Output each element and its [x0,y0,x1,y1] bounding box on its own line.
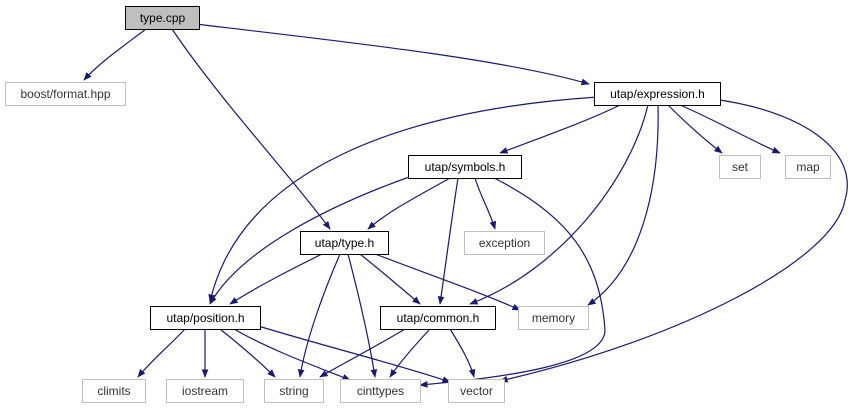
node-box [264,379,324,403]
node-label: cinttypes [357,384,404,398]
node-box [785,155,831,179]
node-box [5,82,126,106]
node-utap-common[interactable]: utap/common.h [380,306,496,330]
node-label: boost/format.hpp [20,87,110,101]
node-set: set [719,155,761,179]
node-climits: climits [82,379,146,403]
node-box [340,379,421,403]
node-label: memory [532,311,575,325]
node-box [518,306,589,330]
edge-type-cpp-to-utap-type [171,28,331,230]
nodes-layer: type.cpp boost/format.hpp utap/expression.… [5,6,831,403]
edge-utap-symbols-to-utap-type [367,177,451,230]
edge-utap-type-to-utap-common [359,253,421,305]
node-label: iostream [182,384,228,398]
edge-utap-expression-to-map [679,104,781,154]
node-label: vector [460,384,493,398]
node-box [380,306,496,330]
node-box [125,6,200,30]
edge-utap-expression-to-vector [499,98,848,383]
node-label: string [279,384,308,398]
edge-utap-type-to-cinttypes [347,253,378,378]
edge-utap-type-to-string [297,253,341,378]
node-box [300,231,389,255]
node-label: utap/expression.h [610,87,705,101]
node-box [719,155,761,179]
node-utap-type[interactable]: utap/type.h [300,231,389,255]
edge-utap-expression-to-set [667,104,723,154]
edge-type-cpp-to-boost-format [83,28,147,81]
node-vector: vector [448,379,505,403]
node-label: utap/type.h [315,236,374,250]
edges-layer [83,21,848,388]
node-label: map [796,160,820,174]
node-cinttypes: cinttypes [340,379,421,403]
node-label: set [732,160,749,174]
node-utap-position[interactable]: utap/position.h [150,306,261,330]
node-label: utap/position.h [166,311,244,325]
edge-utap-expression-to-utap-common [469,104,649,305]
edge-utap-type-to-utap-position [229,253,323,305]
edge-utap-common-to-vector [449,328,476,378]
node-boost-format: boost/format.hpp [5,82,126,106]
node-label: type.cpp [140,11,186,25]
node-box [594,82,721,106]
edge-utap-common-to-string [319,328,406,378]
edge-utap-position-to-climits [137,328,186,378]
node-label: climits [97,384,130,398]
node-iostream: iostream [166,379,244,403]
node-string: string [264,379,324,403]
edge-type-cpp-to-utap-expression [177,21,590,86]
node-label: utap/symbols.h [425,160,506,174]
edge-utap-symbols-to-utap-position [209,175,413,305]
node-map: map [785,155,831,179]
node-memory: memory [518,306,589,330]
node-box [464,231,545,255]
node-box [150,306,261,330]
node-exception: exception [464,231,545,255]
node-utap-symbols[interactable]: utap/symbols.h [408,155,522,179]
edge-utap-position-to-string [219,328,276,378]
node-type-cpp[interactable]: type.cpp [125,6,200,30]
edge-utap-symbols-to-exception [474,177,497,230]
node-utap-expression[interactable]: utap/expression.h [594,82,721,106]
node-box [82,379,146,403]
edge-utap-position-to-vector [254,324,451,383]
edge-utap-symbols-to-cinttypes [419,175,606,388]
edge-utap-type-to-memory [374,253,521,311]
edge-utap-expression-to-utap-position [208,96,599,303]
edge-utap-symbols-to-utap-common [437,177,459,305]
edge-utap-expression-to-memory [587,104,659,306]
node-box [448,379,505,403]
node-label: utap/common.h [397,311,480,325]
node-box [408,155,522,179]
edge-utap-common-to-cinttypes [389,328,431,378]
node-box [166,379,244,403]
edge-utap-position-to-cinttypes [233,328,351,381]
edge-utap-expression-to-utap-symbols [499,104,621,154]
node-label: exception [479,236,530,250]
